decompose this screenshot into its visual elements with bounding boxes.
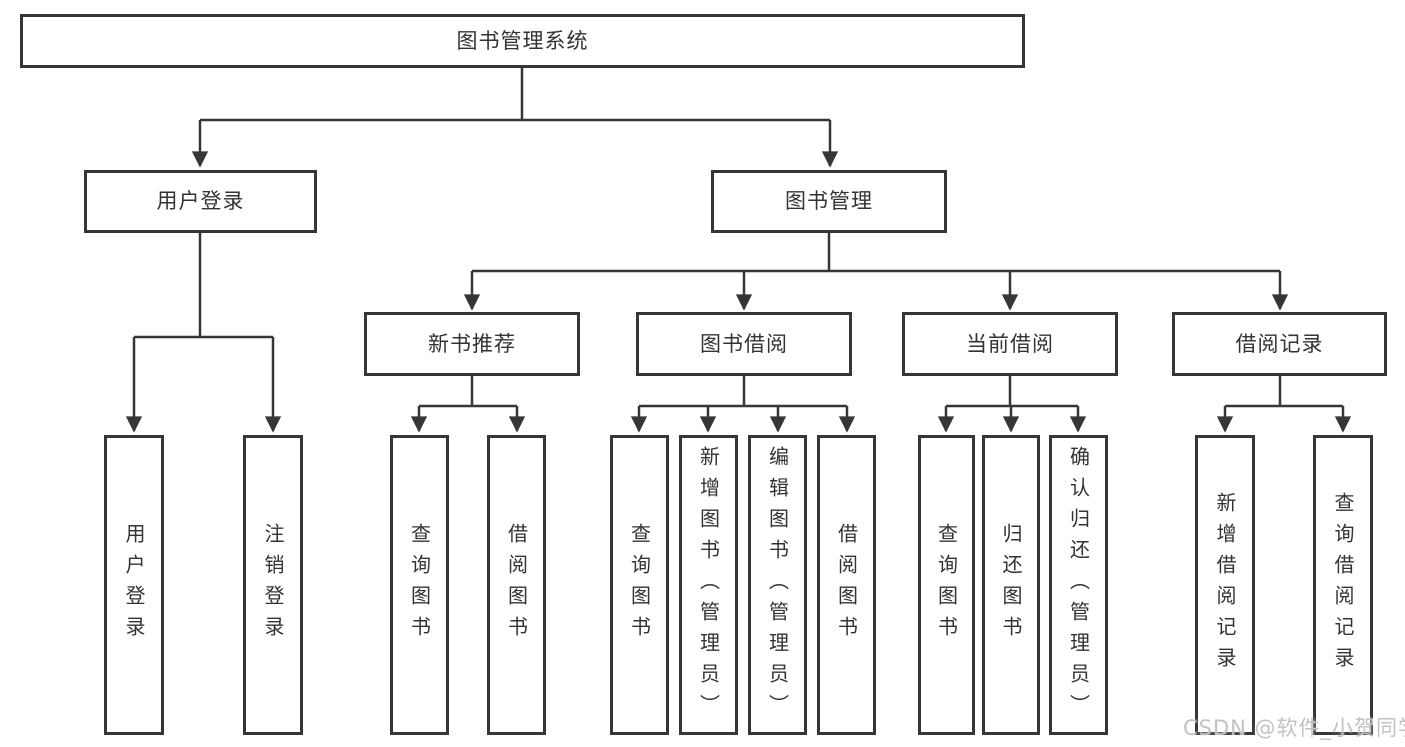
leaf-edit-books-admin: 编辑图书（管理员） <box>748 435 807 735</box>
leaf-borrow-books: 借阅图书 <box>817 435 876 735</box>
node-library-management-system: 图书管理系统 <box>20 14 1025 68</box>
node-current-borrowing: 当前借阅 <box>902 312 1118 376</box>
leaf-add-books-admin: 新增图书（管理员） <box>679 435 738 735</box>
leaf-query-books-current: 查询图书 <box>918 435 975 735</box>
leaf-confirm-return-admin: 确认归还（管理员） <box>1049 435 1108 735</box>
leaf-query-books-recommend: 查询图书 <box>390 435 449 735</box>
watermark: CSDN @软件_小贺同学 <box>1183 716 1405 740</box>
leaf-query-borrow-record: 查询借阅记录 <box>1313 435 1373 735</box>
tree-edges <box>125 68 1352 433</box>
node-book-management: 图书管理 <box>711 170 947 233</box>
node-user-login: 用户登录 <box>84 170 317 233</box>
leaf-query-books-borrow: 查询图书 <box>610 435 669 735</box>
node-book-borrowing: 图书借阅 <box>636 312 852 376</box>
node-new-book-recommendation: 新书推荐 <box>364 312 580 376</box>
leaf-user-login: 用户登录 <box>104 435 164 735</box>
leaf-return-books: 归还图书 <box>982 435 1040 735</box>
leaf-borrow-books-recommend: 借阅图书 <box>487 435 546 735</box>
node-borrowing-records: 借阅记录 <box>1172 312 1387 376</box>
leaf-logout: 注销登录 <box>243 435 303 735</box>
leaf-add-borrow-record: 新增借阅记录 <box>1195 435 1255 735</box>
